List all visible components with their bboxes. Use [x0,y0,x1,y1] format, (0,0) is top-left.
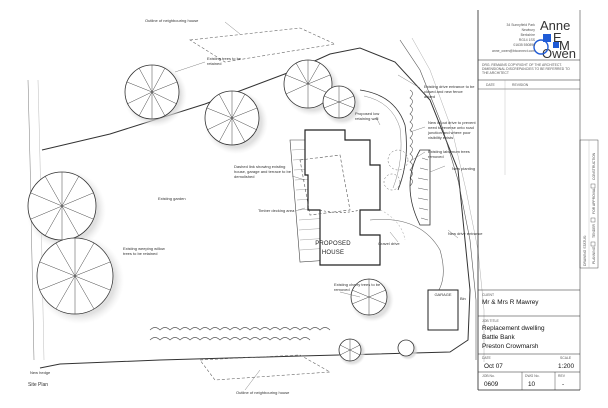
bin-label: Bin [460,296,466,301]
address-line: 01635 550896 [513,43,535,47]
tree-left-2 [36,236,124,324]
label-new-drive-1: New in/out drive to prevent [428,120,476,125]
address-line: Newbury [522,28,536,32]
new-planting-bed [409,149,431,226]
job-no-value: 0609 [484,381,499,388]
address-line: RG14 1SS [519,38,536,42]
job-no-label: JOB No. [482,374,495,378]
address-line: anne_owen@btconnect.com [492,49,535,53]
label-retaining-wall-2: retaining wall [355,116,378,121]
job-title-line-1: Replacement dwelling [482,325,545,332]
rev-header-revision: REVISION [512,83,529,87]
scale-value: 1:200 [558,363,574,370]
label-cherry-1: Existing cherry trees to be [334,282,381,287]
label-hedge: New hedge [30,370,51,375]
bin-store: Bin [460,296,466,301]
label-new-drive-2: need to reverse onto road [428,125,474,130]
client-label: CLIENT [482,293,494,297]
rev-value: - [562,381,564,388]
label-drive-closed-1: Existing drive entrance to be [424,84,475,89]
dwg-no-value: 10 [528,381,536,388]
label-garden: Existing garden [158,196,186,201]
leader-lines [174,21,459,391]
tree-bottom-small-2 [397,339,418,360]
address-line: 34 Sunnyfield Park [507,23,536,27]
tree-top-2 [204,90,268,154]
label-new-planting: New planting [452,166,475,171]
label-decking: Timber decking area [258,208,295,213]
status-label: DRAWING STATUS: [583,235,587,266]
date-label: DATE [482,356,492,360]
practice-address: 34 Sunnyfield Park Newbury Berkshire RG1… [492,23,536,53]
tree-bottom-small [338,338,366,366]
brand-word-owen: Owen [542,46,576,61]
copyright-line-1: DRG. REMAINS COPYRIGHT OF THE ARCHITECT. [482,63,562,67]
label-dashed-link-3: demolished [234,174,254,179]
house-label-line1: PROPOSED [315,241,351,247]
label-willow-2: trees to be retained [123,251,157,256]
label-new-drive-4: visibility exists [428,135,453,140]
annotations: Outline of neighbouring house Existing t… [30,18,483,395]
status-for-approval: FOR APPROVAL [592,188,596,214]
copyright-line-2: DIMENSIONAL DISCREPANCIES TO BE REFERRED… [482,67,570,71]
brand-letter-m: M [559,38,570,53]
label-dashed-link-2: house, garage and terrace to be [234,169,292,174]
tree-top-1 [123,63,187,127]
drawing-title: Site Plan [28,382,48,388]
label-gravel: Gravel drive [378,241,400,246]
label-dashed-link-1: Dashed link showing existing [234,164,285,169]
label-neighbour-bottom: Outline of neighbouring house [236,390,290,395]
brand-word-anne: Anne [540,18,570,33]
dwg-no-label: DWG No. [525,374,540,378]
job-title-line-3: Preston Crowmarsh [482,343,539,350]
job-title-line-2: Battle Bank [482,334,515,341]
laburnum-trees [383,149,409,191]
scale-label: SCALE [560,356,572,360]
tree-top-4 [322,85,362,125]
label-willow-1: Existing weeping willow [123,246,165,251]
rev-header-date: DATE [486,83,496,87]
label-new-drive-3: junction and where poor [427,130,471,135]
status-planning: PLANNING [592,246,596,264]
label-trees-retained-1: Existing trees to be [207,56,242,61]
rev-label: REV [558,374,566,378]
tree-cherry [350,278,394,322]
label-drive-closed-3: added [424,94,435,99]
client-name: Mr & Mrs R Mawrey [482,299,539,306]
neighbour-house-bottom [199,354,332,381]
label-trees-retained-2: retained [207,61,221,66]
trees [26,59,418,366]
brand-logo: Anne E M Owen [533,18,576,61]
label-laburnum-2: removed [428,154,444,159]
retaining-wall [359,89,407,191]
status-tender: TENDER [592,224,596,238]
address-line: Berkshire [521,33,535,37]
label-new-entrance: New drive entrance [448,231,483,236]
label-neighbour-top: Outline of neighbouring house [145,18,199,23]
hedge-bottom [149,327,331,341]
brand-letter-e: E [553,30,562,45]
garage: GARAGE [427,289,459,331]
status-construction: CONSTRUCTION [592,152,596,180]
date-value: Oct 07 [484,363,503,370]
title-block: Anne E M Owen 34 Sunnyfield Park Newbury… [477,10,599,391]
drawing-status: DRAWING STATUS: CONSTRUCTION FOR APPROVA… [579,139,599,269]
label-cherry-2: removed [334,287,350,292]
garage-label: GARAGE [434,292,451,297]
house-label-line2: HOUSE [322,250,344,256]
hedge-right [409,89,413,187]
label-retaining-wall-1: Proposed low [355,111,379,116]
copyright-note: DRG. REMAINS COPYRIGHT OF THE ARCHITECT.… [482,63,570,75]
label-drive-closed-2: closed and new fence [424,89,463,94]
copyright-line-3: THE ARCHITECT [482,71,509,75]
label-laburnum-1: Existing laburnum trees [428,149,470,154]
job-title-label: JOB TITLE [482,319,499,323]
tree-left-1 [26,170,106,250]
proposed-house: PROPOSED HOUSE [299,129,381,266]
